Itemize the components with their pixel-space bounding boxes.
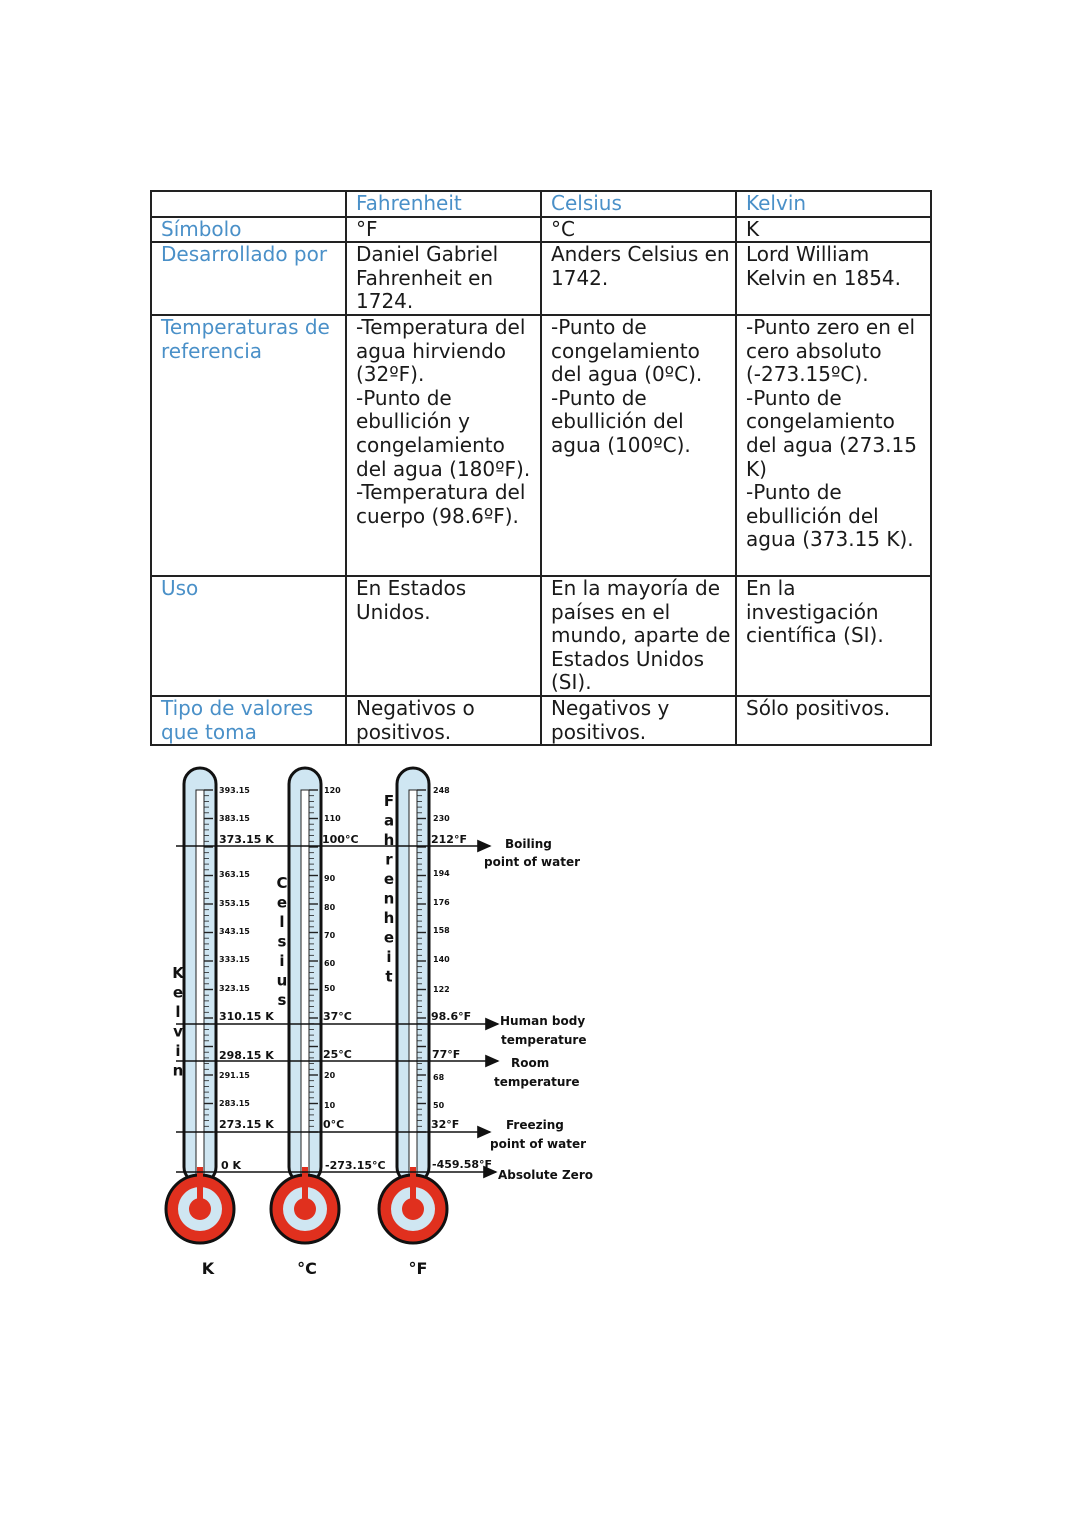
fahrenheit-tick-label: 50 (433, 1101, 445, 1110)
celsius-tick-label: 100°C (322, 833, 359, 846)
celsius-thermometer (269, 766, 341, 1245)
boiling-label-line1: Boiling (505, 837, 552, 851)
table-cell: K (735, 215, 932, 244)
header-kelvin: Kelvin (735, 190, 932, 218)
fahrenheit-tick-label: 212°F (431, 833, 467, 846)
kelvin-tick-label: 373.15 K (219, 833, 274, 846)
kelvin-thermometer (164, 766, 236, 1245)
reference-lines (176, 839, 500, 1179)
annotations: Boiling point of water Human body temper… (484, 837, 593, 1182)
bottom-unit-labels: K °C °F (202, 1259, 428, 1278)
freezing-label-line2: point of water (490, 1137, 586, 1151)
fahrenheit-tick-label: -459.58°F (432, 1158, 492, 1171)
table-cell: °F (345, 215, 542, 244)
table-cell: Lord William Kelvin en 1854. (735, 241, 932, 316)
table-row-simbolo: Símbolo °F °C K (150, 215, 932, 244)
kelvin-tick-label: 273.15 K (219, 1118, 274, 1131)
celsius-tick-label: 110 (324, 814, 341, 823)
celsius-tick-label: 60 (324, 959, 336, 968)
body-label-line1: Human body (500, 1014, 585, 1028)
kelvin-tick-label: 0 K (221, 1159, 241, 1172)
table-cell: °C (540, 215, 737, 244)
room-label-line2: temperature (494, 1075, 579, 1089)
celsius-tick-label: 0°C (323, 1118, 344, 1131)
fahrenheit-tick-label: 122 (433, 985, 450, 994)
fahrenheit-thermometer (377, 766, 449, 1245)
kelvin-tick-label: 323.15 (219, 984, 250, 993)
celsius-tick-label: 80 (324, 903, 336, 912)
table-row-desarrollado: Desarrollado por Daniel Gabriel Fahrenhe… (150, 241, 932, 316)
fahrenheit-tick-label: 68 (433, 1073, 445, 1082)
header-fahrenheit: Fahrenheit (345, 190, 542, 218)
freezing-label-line1: Freezing (506, 1118, 564, 1132)
fahrenheit-tick-label: 32°F (431, 1118, 459, 1131)
kelvin-tick-label: 363.15 (219, 870, 250, 879)
table-cell: En Estados Unidos. (345, 574, 542, 697)
fahrenheit-tick-label: 77°F (432, 1048, 460, 1061)
celsius-tick-label: 25°C (323, 1048, 352, 1061)
kelvin-tick-label: 393.15 (219, 786, 250, 795)
fahrenheit-tick-label: 248 (433, 786, 450, 795)
celsius-tick-label: 70 (324, 931, 336, 940)
fahrenheit-tick-label: 176 (433, 898, 450, 907)
room-label-line1: Room (511, 1056, 549, 1070)
table-cell: En la mayoría de países en el mundo, apa… (540, 574, 737, 697)
fahrenheit-tick-label: 140 (433, 955, 450, 964)
fahrenheit-tick-label: 194 (433, 869, 450, 878)
kelvin-tick-label: 283.15 (219, 1099, 250, 1108)
absolute-zero-label: Absolute Zero (498, 1168, 593, 1182)
celsius-tick-label: 90 (324, 874, 336, 883)
kelvin-tick-labels: 393.15 383.15 373.15 K 363.15 353.15 343… (219, 786, 274, 1172)
boiling-label-line2: point of water (484, 855, 580, 869)
celsius-tick-label: 37°C (323, 1010, 352, 1023)
kelvin-tick-label: 383.15 (219, 814, 250, 823)
table-cell: -Temperatura del agua hirviendo (32ºF). … (345, 313, 542, 577)
table-cell: -Punto de congelamiento del agua (0ºC). … (540, 313, 737, 577)
fahrenheit-tick-labels: 248 230 212°F 194 176 158 140 122 98.6°F… (431, 786, 492, 1171)
celsius-tick-labels: 120 110 100°C 90 80 70 60 50 37°C 25°C 2… (322, 786, 386, 1172)
bottom-label-kelvin: K (202, 1259, 215, 1278)
table-row-tipo: Tipo de valores que toma Negativos o pos… (150, 694, 932, 747)
temperature-scales-table: Fahrenheit Celsius Kelvin Símbolo °F °C … (150, 190, 932, 747)
table-cell: En la investigación científica (SI). (735, 574, 932, 697)
kelvin-tick-label: 353.15 (219, 899, 250, 908)
table-cell: Negativos y positivos. (540, 694, 737, 747)
celsius-tick-label: 10 (324, 1101, 336, 1110)
table-cell: -Punto zero en el cero absoluto (-273.15… (735, 313, 932, 577)
kelvin-tick-label: 291.15 (219, 1071, 250, 1080)
table-cell: Anders Celsius en 1742. (540, 241, 737, 316)
fahrenheit-tick-label: 230 (433, 814, 450, 823)
fahrenheit-tick-label: 158 (433, 926, 450, 935)
celsius-tick-label: 120 (324, 786, 341, 795)
table-row-uso: Uso En Estados Unidos. En la mayoría de … (150, 574, 932, 697)
table-cell: Sólo positivos. (735, 694, 932, 747)
row-label: Temperaturas de referencia (150, 313, 347, 577)
table-row-temperaturas: Temperaturas de referencia -Temperatura … (150, 313, 932, 577)
row-label: Desarrollado por (150, 241, 347, 316)
row-label: Tipo de valores que toma (150, 694, 347, 747)
row-label: Uso (150, 574, 347, 697)
bottom-label-fahrenheit: °F (409, 1259, 428, 1278)
body-label-line2: temperature (501, 1033, 586, 1047)
kelvin-tick-label: 310.15 K (219, 1010, 274, 1023)
bottom-label-celsius: °C (297, 1259, 317, 1278)
celsius-tick-label: 20 (324, 1071, 336, 1080)
thermometer-comparison-figure: 393.15 383.15 373.15 K 363.15 353.15 343… (164, 766, 593, 1278)
celsius-tick-label: -273.15°C (325, 1159, 386, 1172)
kelvin-tick-label: 298.15 K (219, 1049, 274, 1062)
table-cell: Negativos o positivos. (345, 694, 542, 747)
header-celsius: Celsius (540, 190, 737, 218)
table-header-row: Fahrenheit Celsius Kelvin (150, 190, 932, 218)
table-cell: Daniel Gabriel Fahrenheit en 1724. (345, 241, 542, 316)
header-cell-empty (150, 190, 347, 218)
kelvin-tick-label: 333.15 (219, 955, 250, 964)
kelvin-tick-label: 343.15 (219, 927, 250, 936)
celsius-tick-label: 50 (324, 984, 336, 993)
row-label: Símbolo (150, 215, 347, 244)
fahrenheit-tick-label: 98.6°F (431, 1010, 471, 1023)
